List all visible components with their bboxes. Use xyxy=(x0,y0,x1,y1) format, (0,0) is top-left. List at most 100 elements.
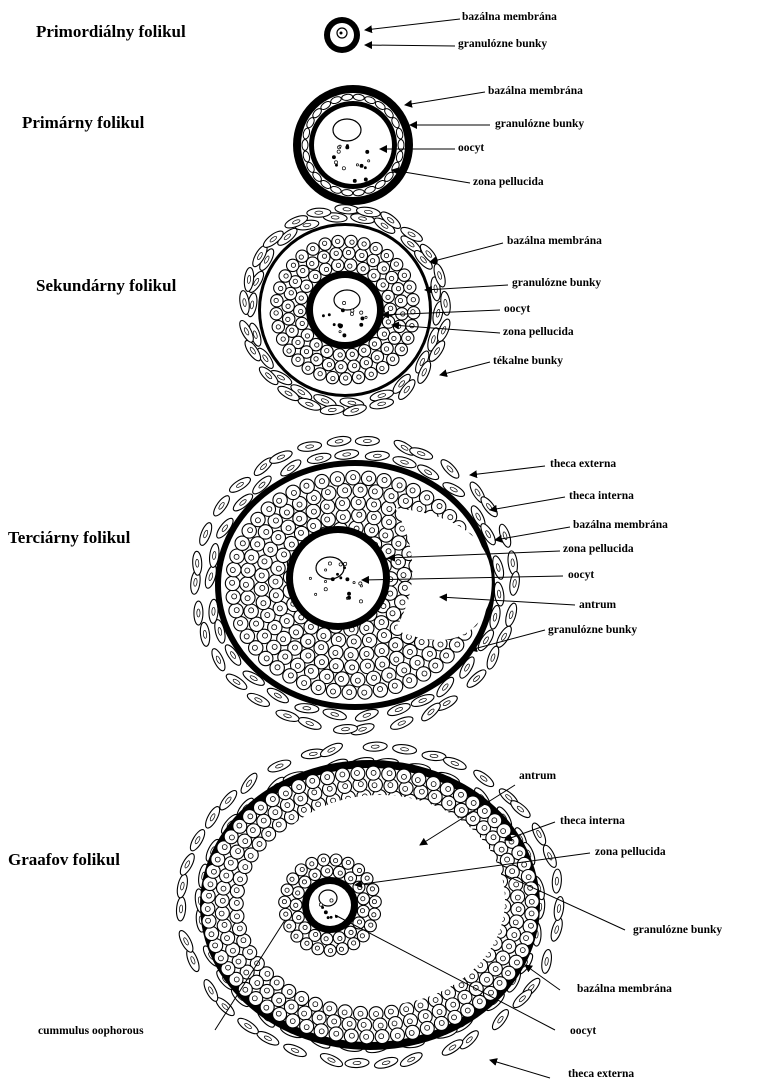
cell-nucleus xyxy=(299,296,303,300)
cell-nucleus xyxy=(207,893,212,898)
cell-nucleus xyxy=(220,898,225,903)
ooplasm-granule xyxy=(343,334,346,337)
cell-nucleus xyxy=(235,914,240,919)
cell-nucleus xyxy=(380,366,384,370)
cell-nucleus xyxy=(286,304,290,308)
cell-nucleus xyxy=(422,671,427,676)
cell-nucleus xyxy=(314,932,318,936)
cell-nucleus xyxy=(282,552,287,557)
theca-nucleus xyxy=(315,211,323,214)
cell-nucleus xyxy=(350,240,354,244)
cell-nucleus xyxy=(289,1004,294,1009)
cell-nucleus xyxy=(284,510,289,515)
cell-nucleus xyxy=(289,291,293,295)
cell-nucleus xyxy=(237,620,242,625)
cell-nucleus xyxy=(322,254,326,258)
cell-nucleus xyxy=(304,483,309,488)
cell-nucleus xyxy=(373,246,377,250)
cell-nucleus xyxy=(306,639,311,644)
cell-nucleus xyxy=(459,983,464,988)
cell-nucleus xyxy=(358,782,363,787)
title-secondary: Sekundárny folikul xyxy=(36,276,176,296)
theca-nucleus xyxy=(212,607,216,615)
cell-nucleus xyxy=(245,596,250,601)
cell-nucleus xyxy=(229,835,234,840)
cell-nucleus xyxy=(273,593,278,598)
cell-nucleus xyxy=(338,353,342,357)
title-primary: Primárny folikul xyxy=(22,113,144,133)
cell-nucleus xyxy=(515,960,520,965)
ooplasm-granule xyxy=(347,592,350,595)
cell-nucleus xyxy=(252,996,257,1001)
ooplasm-granule xyxy=(351,309,354,312)
title-graaf: Graafov folikul xyxy=(8,850,120,870)
cell-nucleus xyxy=(296,891,300,895)
cell-nucleus xyxy=(355,771,360,776)
cell-nucleus xyxy=(348,653,353,658)
cell-nucleus xyxy=(285,803,290,808)
cell-nucleus xyxy=(282,900,286,904)
cell-nucleus xyxy=(311,509,316,514)
ooplasm-granule xyxy=(360,323,363,326)
cell-nucleus xyxy=(407,649,412,654)
cell-nucleus xyxy=(387,507,392,512)
cell-nucleus xyxy=(342,1010,347,1015)
cell-nucleus xyxy=(316,685,321,690)
cell-nucleus xyxy=(230,948,235,953)
cell-nucleus xyxy=(477,999,482,1004)
cell-nucleus xyxy=(529,899,534,904)
cell-nucleus xyxy=(279,286,283,290)
tertiary-follicle xyxy=(189,435,520,737)
cell-nucleus xyxy=(264,1005,269,1010)
cell-nucleus xyxy=(365,876,369,880)
arrow-primordial-1 xyxy=(365,19,460,30)
cell-nucleus xyxy=(437,504,442,509)
cell-nucleus xyxy=(402,273,406,277)
cell-nucleus xyxy=(219,911,224,916)
label-tertiary-oocyte: oocyt xyxy=(568,569,594,581)
cell-nucleus xyxy=(238,877,243,882)
cell-nucleus xyxy=(281,637,286,642)
cell-nucleus xyxy=(335,239,339,243)
cell-nucleus xyxy=(270,797,275,802)
granulosa-cell xyxy=(302,140,308,151)
cell-nucleus xyxy=(308,668,313,673)
cell-nucleus xyxy=(462,994,467,999)
cell-nucleus xyxy=(315,343,319,347)
cell-nucleus xyxy=(275,665,280,670)
cell-nucleus xyxy=(392,1021,397,1026)
cell-nucleus xyxy=(313,873,317,877)
ooplasm-granule xyxy=(356,164,358,166)
cell-nucleus xyxy=(409,1030,414,1035)
cell-nucleus xyxy=(340,501,345,506)
cell-nucleus xyxy=(505,857,510,862)
cell-nucleus xyxy=(226,965,231,970)
cell-nucleus xyxy=(311,496,316,501)
cell-nucleus xyxy=(294,903,298,907)
label-secondary-oocyte: oocyt xyxy=(504,303,530,315)
cell-nucleus xyxy=(524,936,529,941)
cell-nucleus xyxy=(362,242,366,246)
cell-nucleus xyxy=(234,900,239,905)
cell-nucleus xyxy=(265,971,270,976)
cell-nucleus xyxy=(398,298,402,302)
ooplasm-granule xyxy=(328,314,330,316)
cell-nucleus xyxy=(261,601,266,606)
cell-nucleus xyxy=(510,869,515,874)
arrow-secondary-5 xyxy=(440,362,490,375)
cell-nucleus xyxy=(334,251,338,255)
cell-nucleus xyxy=(358,885,362,889)
cell-nucleus xyxy=(296,357,300,361)
cell-nucleus xyxy=(291,263,295,267)
cell-nucleus xyxy=(357,920,361,924)
cell-nucleus xyxy=(396,324,400,328)
cell-nucleus xyxy=(360,934,364,938)
cell-nucleus xyxy=(493,967,498,972)
cell-nucleus xyxy=(419,789,424,794)
cell-nucleus xyxy=(274,298,278,302)
cell-nucleus xyxy=(370,887,374,891)
cell-nucleus xyxy=(425,1025,430,1030)
cell-nucleus xyxy=(360,909,364,913)
cell-nucleus xyxy=(315,946,319,950)
cell-nucleus xyxy=(471,816,476,821)
